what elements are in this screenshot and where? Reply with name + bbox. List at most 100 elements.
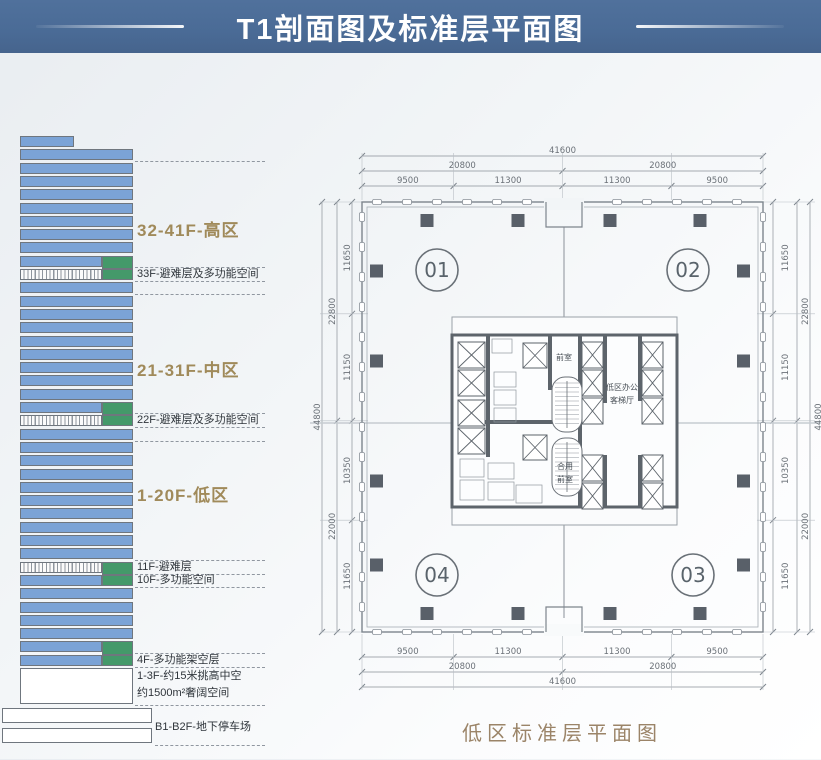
refuge-green-block [102,641,133,655]
column [420,214,434,227]
utility-room [493,407,517,423]
refuge-green-block [102,654,133,666]
leader-dashline [135,666,265,668]
dim-top-total: 41600 [549,146,576,156]
label-lobby-2: 客梯厅 [610,395,634,405]
dim-right-total: 44800 [814,403,821,430]
unit-number-03: 03 [680,563,705,587]
wall-fixtures [359,199,766,635]
dim-right-in-4: 11650 [781,563,791,590]
core-lobby-top [451,316,678,336]
dim-right-mid-2: 22000 [801,513,811,540]
column [737,474,750,488]
top-notch-mask [544,198,584,210]
floor-label: 22F-避难层及多功能空间 [137,414,259,427]
refuge-floor-bar [20,269,102,280]
dim-bot-total: 41600 [549,677,576,687]
dim-left-mid-1: 22800 [328,298,338,325]
unit-number-02: 02 [675,258,700,282]
dim-left-in-3: 10350 [343,457,353,484]
floor-bar [20,654,102,666]
leader-dashline [135,586,265,588]
leader-dashline [135,705,265,706]
dimensions: 41600 20800 20800 9500 11300 11300 9500 … [313,146,821,687]
dim-bot-q4: 9500 [706,647,728,657]
column [693,607,707,620]
leader-dashline [135,440,265,442]
floor-bar [20,348,133,360]
utility-room [459,479,485,501]
refuge-floor-bar [20,415,102,427]
floor-bar [20,282,133,294]
floor-bar [20,189,133,201]
dim-top-half-1: 20800 [449,161,476,171]
floor-plan: 01 02 03 04 前室 低区办公 客梯厅 合用 前室 [310,146,821,745]
floor-bar [20,641,102,653]
floor-bar [20,255,102,267]
floor-bar [20,455,133,467]
floor-bar [20,242,133,254]
floor-bar [20,574,102,586]
leader-dashline [135,294,265,296]
zone-label: 21-31F-中区 [137,361,240,380]
floor-bar [20,388,133,400]
leader-dashline [135,161,265,163]
floor-bar [20,428,133,440]
utility-room [491,338,513,354]
label-shared-1: 合用 [557,461,573,471]
refuge-green-block [102,269,133,280]
utility-room [487,462,515,480]
unit-circle-03 [671,553,715,597]
title-decor-line-right [636,25,784,28]
floor-label: 约1500m²奢阔空间 [137,687,230,699]
unit-circle-04 [415,553,459,597]
title-bar: T1剖面图及标准层平面图 [0,0,821,53]
utility-room [487,481,515,501]
service-core: 前室 低区办公 客梯厅 合用 前室 [450,316,679,526]
title-decor-line-left [36,25,184,28]
refuge-green-block [102,574,133,586]
dim-top-q4: 9500 [706,176,728,186]
floor-label: 33F-避难层及多功能空间 [137,268,259,280]
dim-right-in-1: 11650 [781,244,791,271]
floor-bar [20,535,133,546]
column [511,607,525,620]
floor-bar [20,441,133,453]
roof-floor-bar [20,136,74,147]
leader-dashline [135,559,265,561]
column [693,214,707,227]
column [737,264,750,278]
leader-dashline [135,267,265,268]
column [370,558,383,572]
column [603,214,617,227]
floor-bar [20,588,133,600]
floor-label: 4F-多功能架空层 [137,653,220,666]
dim-bot-q3: 11300 [603,647,630,657]
unit-number-01: 01 [424,258,449,282]
zone-label: 32-41F-高区 [137,221,240,240]
dim-left-in-1: 11650 [343,244,353,271]
label-front-room: 前室 [556,352,572,362]
column [737,558,750,572]
plan-caption: 低区标准层平面图 [462,721,662,745]
label-shared-2: 前室 [557,474,573,484]
floor-label: 10F-多功能空间 [137,573,215,586]
dim-right-mid-1: 22800 [801,298,811,325]
unit-circle-02 [666,248,710,292]
top-notch [545,202,583,228]
plan-decorations [318,152,815,691]
column [420,607,434,620]
refuge-floor-bar [20,561,102,573]
floor-bar [20,402,102,413]
utility-room [493,389,517,406]
floor-bar [20,149,133,161]
floor-bar [20,229,133,241]
atrium-block [20,668,133,704]
floor-bar [20,495,133,507]
leader-dashline [135,281,265,282]
floor-bar [20,548,133,560]
label-lobby-1: 低区办公 [606,382,638,392]
floor-label: 11F-避难层 [137,560,192,573]
dim-left-in-2: 11150 [343,354,353,381]
